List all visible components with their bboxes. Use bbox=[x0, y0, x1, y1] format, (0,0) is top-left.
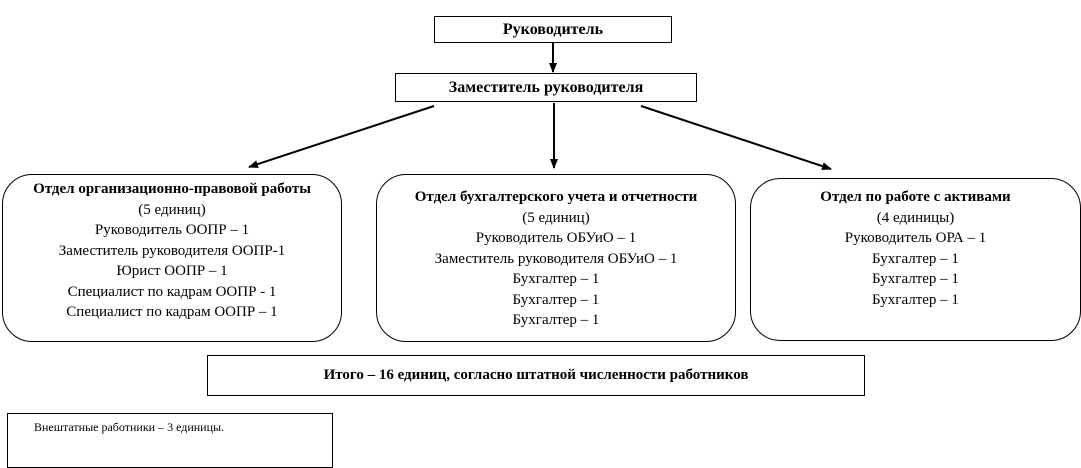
staff-line: Бухгалтер – 1 bbox=[872, 271, 959, 287]
staff-line: Заместитель руководителя ОБУиО – 1 bbox=[434, 250, 678, 267]
department-count: (5 единиц) bbox=[522, 209, 590, 226]
arrow-deputy-to-dept-1 bbox=[248, 105, 435, 168]
staff-line: Заместитель руководителя ООПР-1 bbox=[58, 242, 286, 259]
arrow-deputy-to-dept-3 bbox=[640, 105, 832, 170]
freelance-label: Внештатные работники – 3 единицы. bbox=[34, 420, 225, 434]
department-count: (4 единицы) bbox=[876, 209, 955, 226]
head-box: Руководитель bbox=[434, 16, 672, 43]
staff-line: Руководитель ОРА – 1 bbox=[844, 230, 987, 246]
staff-line: Бухгалтер – 1 bbox=[872, 291, 959, 308]
total-label: Итого – 16 единиц, согласно штатной числ… bbox=[323, 367, 749, 383]
department-title: Отдел бухгалтерского учета и отчетности bbox=[414, 189, 698, 205]
staff-line: Бухгалтер – 1 bbox=[512, 312, 600, 328]
deputy-box: Заместитель руководителя bbox=[395, 73, 697, 102]
staff-line: Юрист ООПР – 1 bbox=[116, 263, 228, 279]
department-oopr: Отдел организационно-правовой работы (5 … bbox=[2, 174, 342, 342]
staff-line: Специалист по кадрам ООПР – 1 bbox=[66, 304, 278, 320]
staff-line: Специалист по кадрам ООПР - 1 bbox=[67, 283, 277, 300]
head-label: Руководитель bbox=[502, 20, 604, 38]
department-count: (5 единиц) bbox=[138, 201, 206, 218]
staff-line: Руководитель ОБУиО – 1 bbox=[475, 230, 637, 246]
department-ora: Отдел по работе с активами (4 единицы) Р… bbox=[750, 178, 1081, 341]
total-box: Итого – 16 единиц, согласно штатной числ… bbox=[207, 355, 865, 396]
staff-line: Бухгалтер – 1 bbox=[872, 250, 959, 267]
department-obuio: Отдел бухгалтерского учета и отчетности … bbox=[376, 174, 736, 342]
department-title: Отдел по работе с активами bbox=[820, 189, 1011, 205]
staff-line: Бухгалтер – 1 bbox=[512, 291, 600, 308]
department-title: Отдел организационно-правовой работы bbox=[33, 181, 311, 197]
deputy-label: Заместитель руководителя bbox=[448, 78, 644, 96]
staff-line: Руководитель ООПР – 1 bbox=[94, 222, 250, 238]
staff-line: Бухгалтер – 1 bbox=[512, 271, 600, 287]
freelance-box: Внештатные работники – 3 единицы. bbox=[7, 413, 333, 468]
